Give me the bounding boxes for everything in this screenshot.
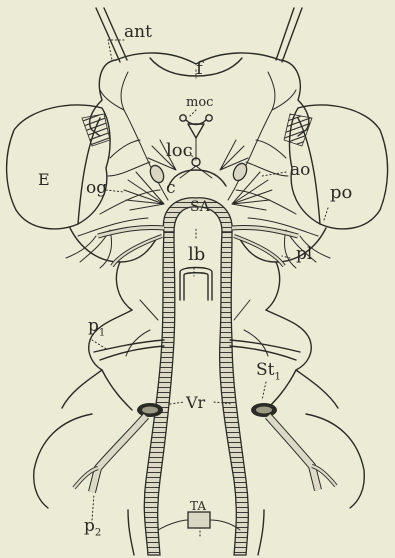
label-ta: TA <box>190 500 206 512</box>
label-st1: St1 <box>256 362 281 382</box>
antenna-left <box>96 8 127 62</box>
label-ao: ao <box>290 162 310 179</box>
label-SA: SA <box>190 200 210 214</box>
label-loc: loc <box>166 142 193 160</box>
label-moc: moc <box>186 96 213 109</box>
label-E: E <box>38 172 50 188</box>
label-ant: ant <box>124 24 152 41</box>
ta-junction <box>188 512 210 528</box>
label-p1: p1 <box>88 318 105 338</box>
label-vr: Vr <box>186 395 205 411</box>
vessel-left <box>144 232 175 555</box>
label-pl: pl <box>296 246 312 263</box>
label-p2: p2 <box>84 518 101 538</box>
label-po: po <box>330 184 352 202</box>
label-og: og <box>86 180 107 197</box>
label-f: f <box>196 60 203 78</box>
vessel-right <box>220 232 249 555</box>
lb-bridge <box>180 268 212 301</box>
antenna-right <box>276 8 302 62</box>
label-lb: lb <box>188 246 205 264</box>
label-c: c <box>166 180 176 197</box>
